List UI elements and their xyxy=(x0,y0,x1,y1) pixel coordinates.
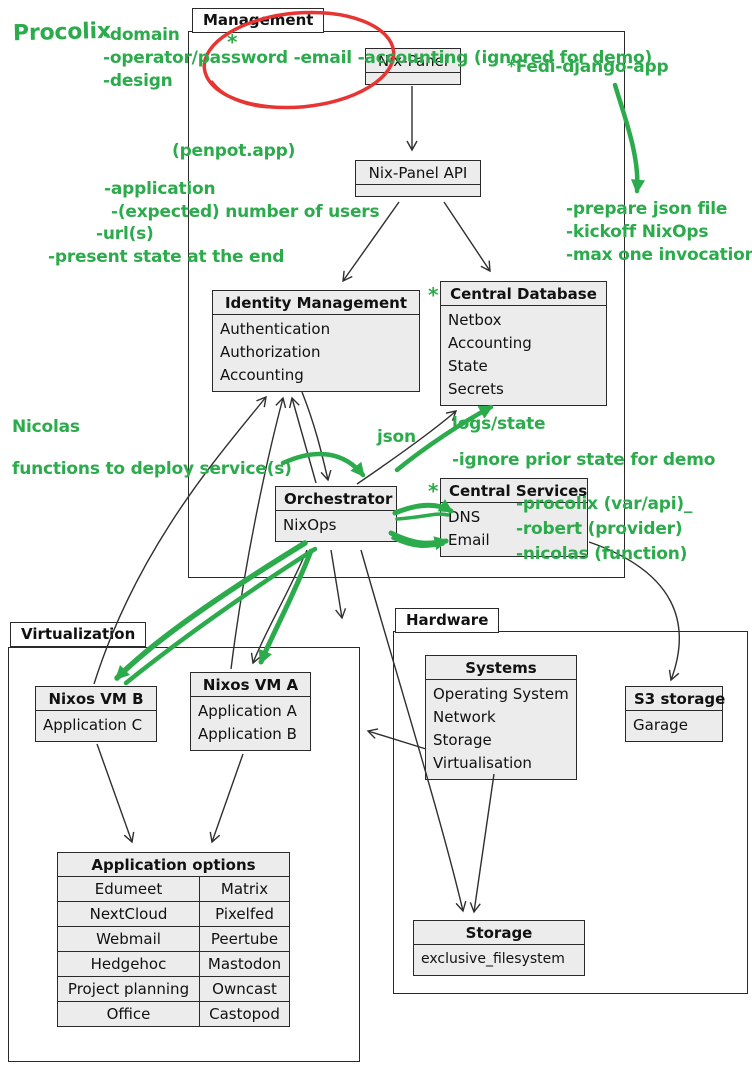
table-cell: Project planning xyxy=(58,976,199,1001)
node-item: Storage xyxy=(433,731,492,749)
annotation-procolix-var: -procolix (var/api)_ xyxy=(516,494,693,514)
annotation-urls: -url(s) xyxy=(96,224,154,244)
annotation-max-invocation: -max one invocation xyxy=(566,245,752,265)
annotation-application: -application xyxy=(104,179,216,199)
table-cell: Pixelfed xyxy=(199,901,289,926)
annotation-domain: -domain xyxy=(103,25,180,45)
node-item: Authorization xyxy=(220,343,321,361)
annotation-users: -(expected) number of users xyxy=(111,202,380,222)
node-application-options: Application options Edumeet Matrix NextC… xyxy=(57,852,290,1027)
table-cell: Matrix xyxy=(199,876,289,901)
node-item: exclusive_filesystem xyxy=(421,951,565,967)
node-item: Application A xyxy=(198,702,297,720)
annotation-present-state: -present state at the end xyxy=(48,247,285,267)
annotation-management-star: * xyxy=(227,30,238,54)
annotation-prepare-json: -prepare json file xyxy=(566,199,728,219)
node-title-storage: Storage xyxy=(414,921,584,945)
annotation-logs-state: logs/state xyxy=(452,414,546,434)
annotation-functions: functions to deploy service(s) xyxy=(12,459,292,479)
node-title-nixos-vm-a: Nixos VM A xyxy=(191,673,310,697)
node-title-central-database: Central Database xyxy=(441,282,606,306)
empty-compartment xyxy=(356,185,480,196)
annotation-design: -design xyxy=(103,71,173,91)
annotation-database-star: * xyxy=(428,283,439,307)
node-nixos-vm-a: Nixos VM A Application A Application B xyxy=(190,672,311,751)
table-cell: Hedgehoc xyxy=(58,951,199,976)
node-s3-storage: S3 storage Garage xyxy=(625,686,725,742)
annotation-procolix: Procolix xyxy=(12,18,112,47)
annotation-ignore-prior: -ignore prior state for demo xyxy=(452,450,716,470)
node-item: Network xyxy=(433,708,496,726)
node-item: Accounting xyxy=(220,366,304,384)
node-central-services: Central Services DNS Email xyxy=(440,478,588,557)
table-cell: Webmail xyxy=(58,926,199,951)
table-cell: Peertube xyxy=(199,926,289,951)
node-item: DNS xyxy=(448,508,481,526)
annotation-kickoff-nixops: -kickoff NixOps xyxy=(566,222,709,242)
node-identity-management: Identity Management Authentication Autho… xyxy=(212,290,420,392)
annotation-json-label: json xyxy=(377,427,416,447)
table-cell: NextCloud xyxy=(58,901,199,926)
table-cell: Owncast xyxy=(199,976,289,1001)
node-item: Garage xyxy=(633,716,688,734)
node-title-s3-storage: S3 storage xyxy=(626,687,725,711)
node-item: Application B xyxy=(198,725,297,743)
node-title-central-services: Central Services xyxy=(441,479,587,503)
node-item: Virtualisation xyxy=(433,754,532,772)
node-item: Secrets xyxy=(448,380,504,398)
annotation-robert: -robert (provider) xyxy=(516,519,683,539)
node-item: NixOps xyxy=(283,516,337,534)
table-cell: Edumeet xyxy=(58,876,199,901)
node-title-nixos-vm-b: Nixos VM B xyxy=(36,687,156,711)
node-orchestrator: Orchestrator NixOps xyxy=(275,486,397,542)
annotation-nicolas-fn: -nicolas (function) xyxy=(516,544,688,564)
node-item: State xyxy=(448,357,488,375)
node-title-application-options: Application options xyxy=(91,856,256,874)
node-title-systems: Systems xyxy=(426,656,576,680)
table-cell: Office xyxy=(58,1001,199,1026)
node-item: Accounting xyxy=(448,334,532,352)
package-tab-management: Management xyxy=(192,8,325,33)
package-tab-virtualization: Virtualization xyxy=(10,622,147,647)
node-item: Operating System xyxy=(433,685,569,703)
empty-compartment xyxy=(366,73,460,84)
annotation-penpot: (penpot.app) xyxy=(172,141,296,161)
package-tab-hardware: Hardware xyxy=(395,608,500,633)
node-central-database: Central Database Netbox Accounting State… xyxy=(440,281,607,406)
node-nix-panel-api: Nix-Panel API xyxy=(355,160,481,197)
node-item: Authentication xyxy=(220,320,331,338)
annotation-nicolas: Nicolas xyxy=(12,417,80,437)
table-cell: Mastodon xyxy=(199,951,289,976)
node-title-identity-management: Identity Management xyxy=(213,291,419,315)
node-item: Email xyxy=(448,531,490,549)
node-item: Application C xyxy=(43,716,143,734)
node-title-nix-panel-api: Nix-Panel API xyxy=(356,161,480,185)
node-nixos-vm-b: Nixos VM B Application C xyxy=(35,686,157,742)
node-storage: Storage exclusive_filesystem xyxy=(413,920,585,976)
node-item: Netbox xyxy=(448,311,502,329)
node-title-orchestrator: Orchestrator xyxy=(276,487,396,511)
annotation-services-star: * xyxy=(428,479,439,503)
table-cell: Castopod xyxy=(199,1001,289,1026)
annotation-fedi-django-app: *Fedi-django-app xyxy=(507,57,669,77)
node-systems: Systems Operating System Network Storage… xyxy=(425,655,577,780)
